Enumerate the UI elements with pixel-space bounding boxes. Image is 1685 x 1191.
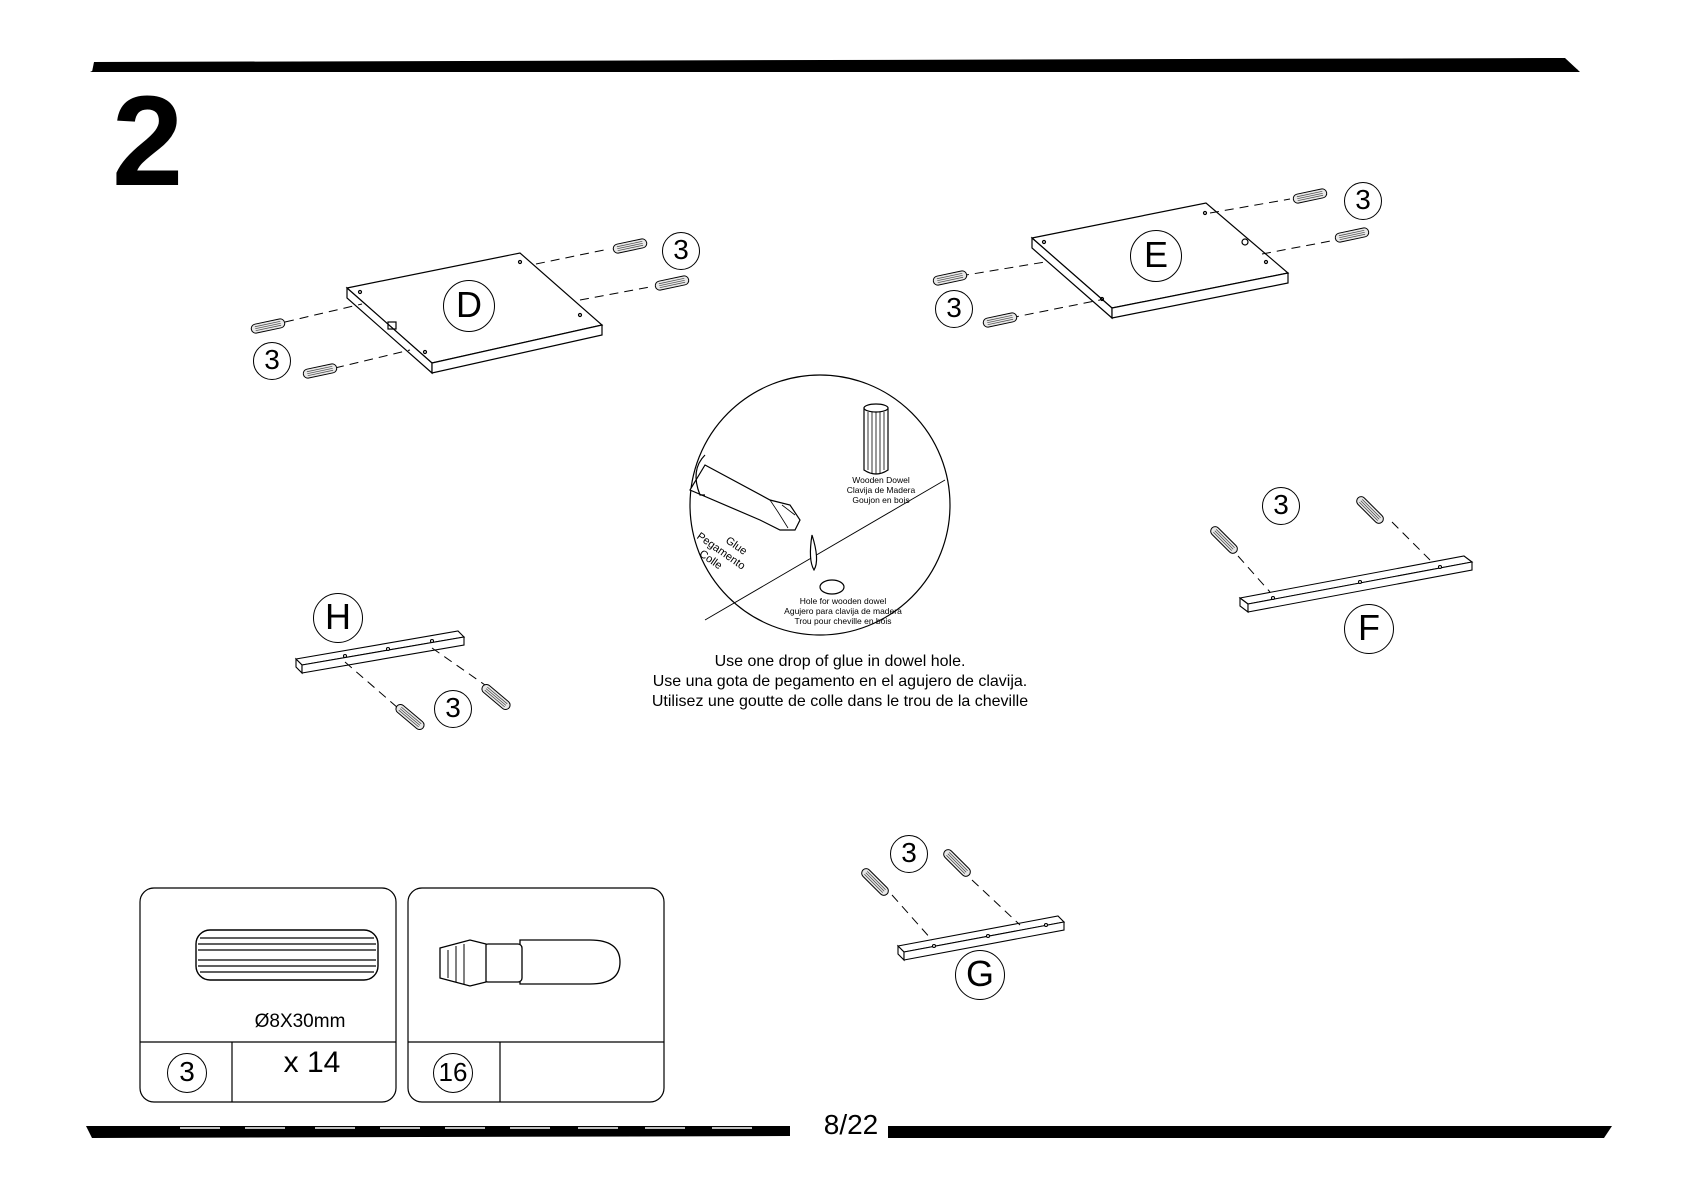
hardware-box-glue xyxy=(407,887,665,1103)
rail-g xyxy=(896,915,1066,962)
dowel-callout: 3 xyxy=(434,690,472,728)
glue-callout-hardware: 16 xyxy=(433,1053,473,1093)
hole-label: Hole for wooden dowel Agujero para clavi… xyxy=(784,596,902,626)
glue-bottle-illustration xyxy=(439,939,621,987)
dowel-callout: 3 xyxy=(890,835,928,873)
part-label-d: D xyxy=(443,280,495,332)
hardware-box-dowel xyxy=(139,887,397,1103)
panel-d xyxy=(345,252,604,375)
part-label-f: F xyxy=(1344,604,1394,654)
dowel-callout: 3 xyxy=(1344,182,1382,220)
dowel-quantity: x 14 xyxy=(283,1046,341,1079)
dowel-callout: 3 xyxy=(662,232,700,270)
rail-f xyxy=(1238,555,1474,614)
dowel-size: Ø8X30mm xyxy=(254,1011,346,1032)
dowel-callout: 3 xyxy=(253,342,291,380)
dowel-callout: 3 xyxy=(1262,487,1300,525)
dowel-illustration xyxy=(195,929,379,981)
dowel-label: Wooden Dowel Clavija de Madera Goujon en… xyxy=(846,475,916,505)
glue-detail xyxy=(689,374,951,636)
page-number: 8/22 xyxy=(823,1109,879,1140)
step-number: 2 xyxy=(112,70,183,213)
instruction-fr: Utilisez une goutte de colle dans le tro… xyxy=(651,693,1029,710)
dowel-callout-hardware: 3 xyxy=(167,1053,207,1093)
rail-h xyxy=(294,630,466,675)
instruction-en: Use one drop of glue in dowel hole. xyxy=(714,653,966,670)
part-label-h: H xyxy=(313,593,363,643)
part-label-e: E xyxy=(1130,230,1182,282)
part-label-g: G xyxy=(955,950,1005,1000)
instruction-es: Use una gota de pegamento en el agujero … xyxy=(652,673,1028,690)
dowel-callout: 3 xyxy=(935,290,973,328)
